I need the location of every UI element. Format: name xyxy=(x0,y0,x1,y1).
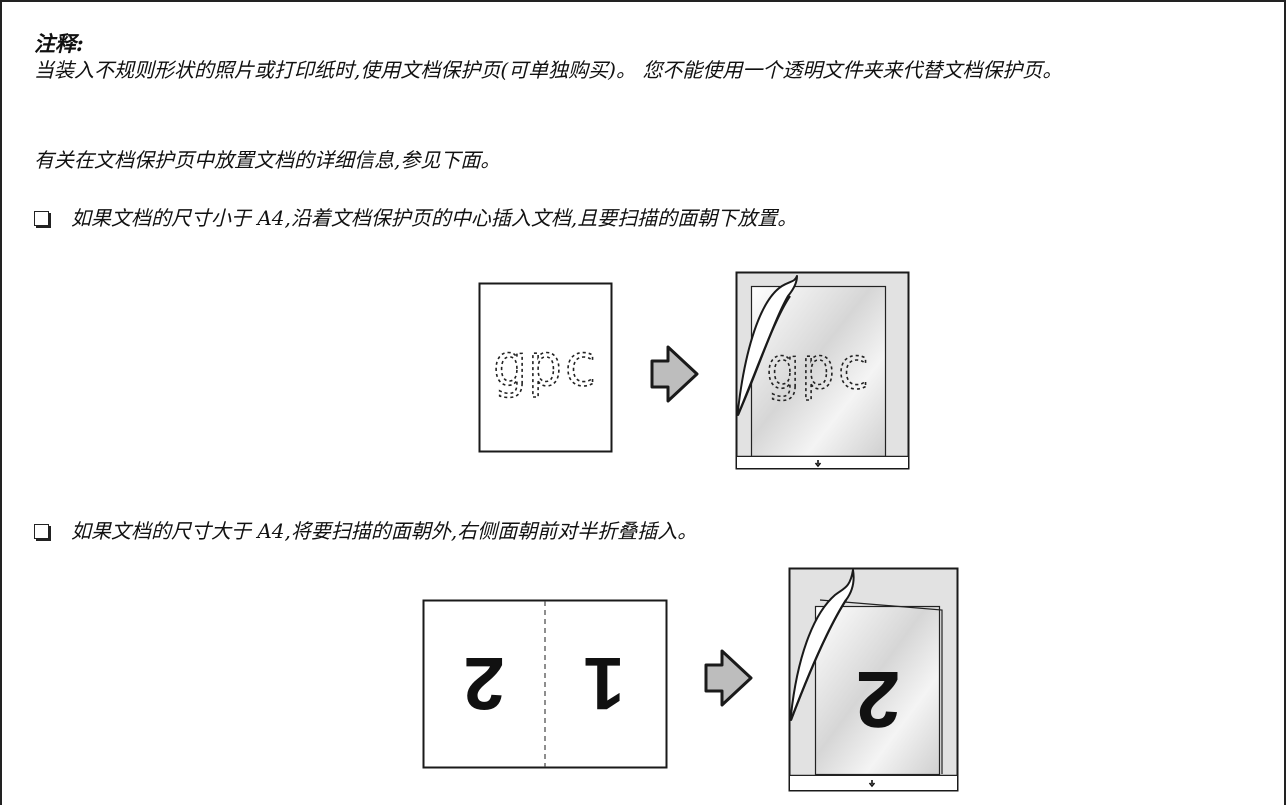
bullet-item-large-document: 如果文档的尺寸大于 A4,将要扫描的面朝外,右侧面朝前对半折叠插入。 xyxy=(34,517,697,545)
note-paragraph-2: 有关在文档保护页中放置文档的详细信息,参见下面。 xyxy=(34,148,501,172)
carrier-sheet: gpc xyxy=(735,271,910,470)
document-sheet xyxy=(478,282,613,453)
bullet-item-small-document: 如果文档的尺寸小于 A4,沿着文档保护页的中心插入文档,且要扫描的面朝下放置。 xyxy=(34,204,797,232)
carrier-sheet: 2 xyxy=(788,567,959,792)
figure-small-document: gpc gpc xyxy=(478,271,910,470)
bullet-box-icon xyxy=(34,211,49,226)
bullet-text-large: 如果文档的尺寸大于 A4,将要扫描的面朝外,右侧面朝前对半折叠插入。 xyxy=(71,519,698,543)
right-page-number: 1 xyxy=(583,642,624,725)
bullet-text-small: 如果文档的尺寸小于 A4,沿着文档保护页的中心插入文档,且要扫描的面朝下放置。 xyxy=(71,206,798,230)
document-text-dotted: gpc xyxy=(493,331,598,399)
carrier-text-dotted: gpc xyxy=(766,334,871,402)
left-page-number: 2 xyxy=(463,642,504,725)
note-paragraph-1: 当装入不规则形状的照片或打印纸时,使用文档保护页(可单独购买)。 您不能使用一个… xyxy=(34,58,1063,82)
bullet-box-icon xyxy=(34,524,49,539)
note-title: 注释: xyxy=(34,31,84,56)
figure-large-document: 2 1 2 xyxy=(422,567,959,792)
right-arrow-icon xyxy=(650,345,699,403)
sheet-page-number: 2 xyxy=(856,655,901,744)
right-arrow-icon xyxy=(704,649,753,707)
